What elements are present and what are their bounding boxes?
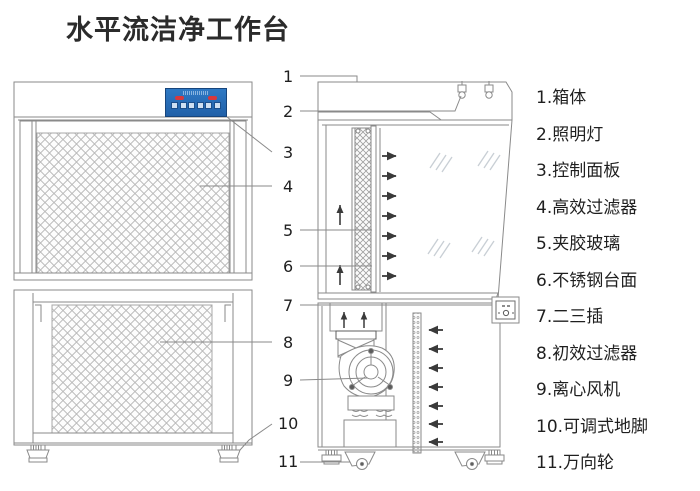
legend-item-3-label: 控制面板 — [552, 161, 621, 181]
panel-button-6[interactable] — [213, 102, 221, 109]
legend-list: 1.箱体 2.照明灯 3.控制面板 4.高效过滤器 5.夹胶玻璃 6.不锈钢台面… — [536, 80, 700, 482]
legend-item-6-number: 6. — [536, 270, 553, 291]
control-panel-indicators — [169, 96, 223, 100]
callout-number-1: 1 — [283, 67, 294, 86]
adjustable-foot-right — [217, 444, 241, 463]
indicator-light-left — [175, 96, 184, 100]
legend-item-4-number: 4. — [536, 197, 553, 218]
indicator-light-right — [208, 96, 217, 100]
legend-item-3-number: 3. — [536, 161, 553, 181]
power-socket — [491, 296, 520, 324]
lamp-fixture-2 — [484, 81, 494, 99]
legend-item-7: 7.二三插 — [536, 299, 700, 336]
legend-item-5-label: 夹胶玻璃 — [552, 234, 621, 254]
callout-number-3: 3 — [283, 143, 294, 162]
foot-right — [484, 449, 505, 465]
legend-item-5: 5.夹胶玻璃 — [536, 226, 700, 263]
legend-item-11-label: 万向轮 — [563, 453, 615, 473]
legend-item-2-label: 照明灯 — [552, 124, 604, 145]
legend-item-1: 1.箱体 — [536, 80, 700, 117]
caster-right — [454, 451, 486, 470]
legend-item-6: 6.不锈钢台面 — [536, 263, 700, 300]
adjustable-foot-left — [26, 444, 50, 463]
control-panel-buttons[interactable] — [169, 102, 223, 109]
side-section-view — [317, 81, 520, 470]
centrifugal-fan — [338, 345, 397, 448]
control-panel[interactable] — [165, 88, 227, 117]
callout-number-7: 7 — [283, 296, 294, 315]
panel-button-2[interactable] — [179, 102, 187, 109]
panel-button-4[interactable] — [196, 102, 204, 109]
front-elevation-view — [13, 81, 253, 463]
callout-number-5: 5 — [283, 221, 294, 240]
airflow-arrows-lower — [428, 325, 443, 447]
callout-number-11: 11 — [278, 452, 299, 471]
legend-item-2: 2.照明灯 — [536, 117, 700, 154]
panel-button-5[interactable] — [205, 102, 213, 109]
prefilter — [412, 312, 422, 454]
hepa-filter — [351, 125, 377, 293]
legend-item-1-number: 1. — [536, 88, 553, 108]
page-title: 水平流洁净工作台 — [66, 15, 290, 46]
legend-item-10: 10.可调式地脚 — [536, 409, 700, 446]
callout-number-6: 6 — [283, 257, 294, 276]
worktop — [317, 292, 500, 304]
legend-item-4-label: 高效过滤器 — [552, 197, 638, 218]
legend-item-1-label: 箱体 — [552, 88, 587, 108]
legend-item-9: 9.离心风机 — [536, 372, 700, 409]
legend-item-2-number: 2. — [536, 124, 553, 145]
legend-item-8-number: 8. — [536, 343, 553, 364]
legend-item-8: 8.初效过滤器 — [536, 336, 700, 373]
panel-button-3[interactable] — [188, 102, 196, 109]
callout-number-4: 4 — [283, 177, 294, 196]
callout-number-2: 2 — [283, 102, 294, 121]
legend-item-9-number: 9. — [536, 380, 553, 400]
legend-item-8-label: 初效过滤器 — [552, 343, 638, 364]
callout-number-9: 9 — [283, 371, 294, 390]
legend-item-3: 3.控制面板 — [536, 153, 700, 190]
callout-number-10: 10 — [278, 414, 299, 433]
control-panel-label — [183, 91, 209, 95]
caster-left — [344, 451, 376, 470]
legend-item-9-label: 离心风机 — [552, 380, 621, 400]
glass-panel — [379, 128, 501, 292]
leader-lines — [160, 75, 492, 463]
callout-number-8: 8 — [283, 333, 294, 352]
legend-item-6-label: 不锈钢台面 — [552, 270, 638, 291]
legend-item-10-label: 可调式地脚 — [563, 416, 649, 437]
legend-item-7-label: 二三插 — [552, 307, 604, 327]
legend-item-10-number: 10. — [536, 416, 564, 437]
legend-item-7-number: 7. — [536, 307, 553, 327]
legend-item-11-number: 11. — [536, 453, 564, 473]
airflow-arrows-upper — [382, 151, 397, 281]
panel-button-1[interactable] — [171, 102, 179, 109]
legend-item-5-number: 5. — [536, 234, 553, 254]
legend-item-4: 4.高效过滤器 — [536, 190, 700, 227]
legend-item-11: 11.万向轮 — [536, 445, 700, 482]
